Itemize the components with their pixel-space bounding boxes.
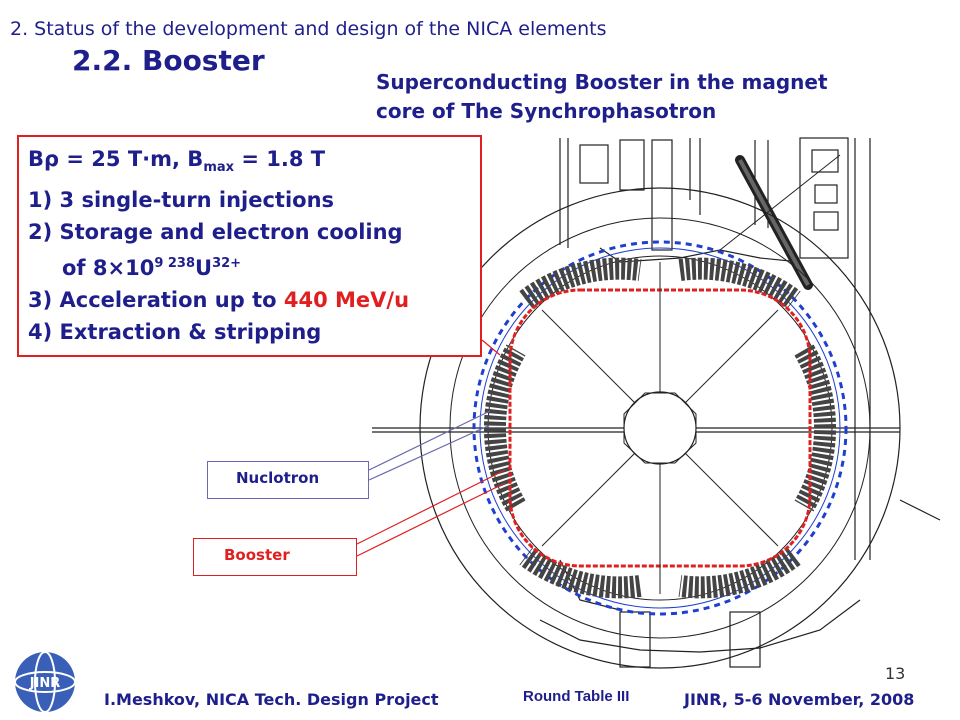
nuclotron-label: Nuclotron [207,461,369,499]
footer-venue: JINR, 5-6 November, 2008 [684,690,915,709]
footer-author: I.Meshkov, NICA Tech. Design Project [104,690,439,709]
section-title: 2. Status of the development and design … [10,18,607,40]
footer-event: Round Table III [523,688,630,705]
slide-title: 2.2. Booster [72,44,265,77]
item-injections: 1) 3 single-turn injections [28,188,335,213]
item-cooling-ions: of 8×109 238U32+ [62,256,242,281]
page-number: 13 [885,664,906,683]
parameters-list: Bρ = 25 T·m, Bmax = 1.8 T 1) 3 single-tu… [28,143,409,348]
subtitle-line-2: core of The Synchrophasotron [376,99,717,123]
item-extraction: 4) Extraction & stripping [28,320,322,345]
svg-text:JINR: JINR [29,676,61,691]
item-acceleration: 3) Acceleration up to 440 MeV/u [28,288,410,313]
subtitle: Superconducting Booster in the magnet co… [376,68,828,126]
jinr-logo-icon: JINR [14,651,76,713]
pointer-lines [356,339,506,557]
booster-label: Booster [193,538,357,576]
rigidity-line: Bρ = 25 T·m, Bmax = 1.8 T [28,147,326,176]
parameters-box [17,135,482,357]
item-cooling: 2) Storage and electron cooling [28,220,403,245]
magnet-blocks [483,257,837,599]
subtitle-line-1: Superconducting Booster in the magnet [376,70,828,94]
